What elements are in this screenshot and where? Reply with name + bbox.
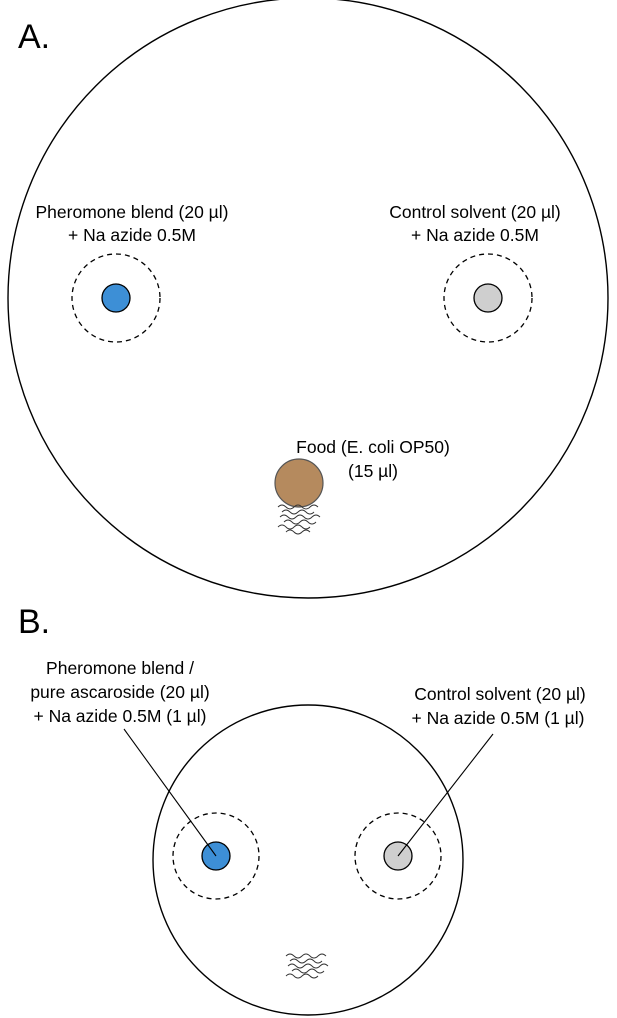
panel-a-pheromone-zone: [71, 253, 161, 343]
panel-b-control-label-2: + Na azide 0.5M (1 µl): [411, 708, 584, 728]
panel-a-pheromone-spot: [101, 283, 131, 313]
panel-a: A. Pheromone blend (20 µl) + Na azide 0.…: [7, 0, 609, 599]
panel-a-pheromone-label-2: + Na azide 0.5M: [68, 225, 196, 245]
panel-b-control-label-1: Control solvent (20 µl): [414, 684, 586, 704]
panel-a-control-zone: [443, 253, 533, 343]
panel-a-plate: [7, 0, 609, 599]
panel-a-food-label-2: (15 µl): [348, 461, 398, 481]
panel-b-control-zone: [354, 812, 442, 900]
nematode-cluster-icon: [277, 504, 321, 535]
panel-a-food-spot: [274, 458, 324, 508]
panel-b-label: B.: [18, 603, 50, 641]
nematode-cluster-icon: [285, 953, 329, 979]
panel-a-label: A.: [18, 18, 50, 56]
panel-b-pheromone-leader: [123, 728, 217, 857]
panel-b-plate: [152, 704, 464, 1016]
panel-a-control-spot: [473, 283, 503, 313]
panel-b: B. Pheromone blend / pure ascaroside (20…: [18, 603, 586, 1016]
panel-b-control-leader: [397, 733, 494, 857]
panel-a-food-label-1: Food (E. coli OP50): [296, 437, 450, 457]
panel-a-pheromone-label-1: Pheromone blend (20 µl): [36, 202, 229, 222]
panel-b-pheromone-zone: [172, 812, 260, 900]
panel-a-control-label-2: + Na azide 0.5M: [411, 225, 539, 245]
panel-b-pheromone-label-1: Pheromone blend /: [46, 658, 194, 678]
panel-a-control-label-1: Control solvent (20 µl): [389, 202, 561, 222]
panel-b-pheromone-label-2: pure ascaroside (20 µl): [30, 682, 209, 702]
panel-b-pheromone-label-3: + Na azide 0.5M (1 µl): [33, 706, 206, 726]
